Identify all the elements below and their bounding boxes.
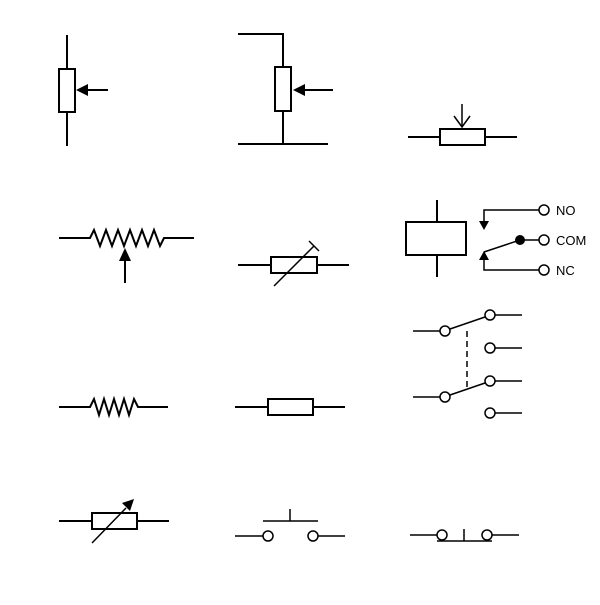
nc-terminal bbox=[538, 264, 550, 276]
no-label: NO bbox=[556, 203, 576, 218]
potentiometer-horizontal-symbol bbox=[408, 104, 517, 146]
preset-resistor-symbol bbox=[238, 240, 349, 287]
com-terminal bbox=[538, 234, 550, 246]
relay-symbol: NO COM NC bbox=[405, 200, 586, 278]
variable-resistor-symbol bbox=[59, 499, 169, 544]
com-label: COM bbox=[556, 233, 586, 248]
resistor-box-symbol bbox=[235, 398, 345, 416]
no-terminal bbox=[538, 204, 550, 216]
rheostat-potentiometer-symbol bbox=[238, 33, 333, 145]
resistor-zigzag-symbol bbox=[59, 395, 168, 419]
nc-label: NC bbox=[556, 263, 575, 278]
push-button-nc-symbol bbox=[410, 529, 519, 542]
potentiometer-vertical-symbol bbox=[58, 35, 108, 146]
potentiometer-zigzag-symbol bbox=[59, 227, 194, 283]
dpdt-switch-symbol bbox=[413, 309, 522, 419]
push-button-no-symbol bbox=[235, 509, 345, 542]
